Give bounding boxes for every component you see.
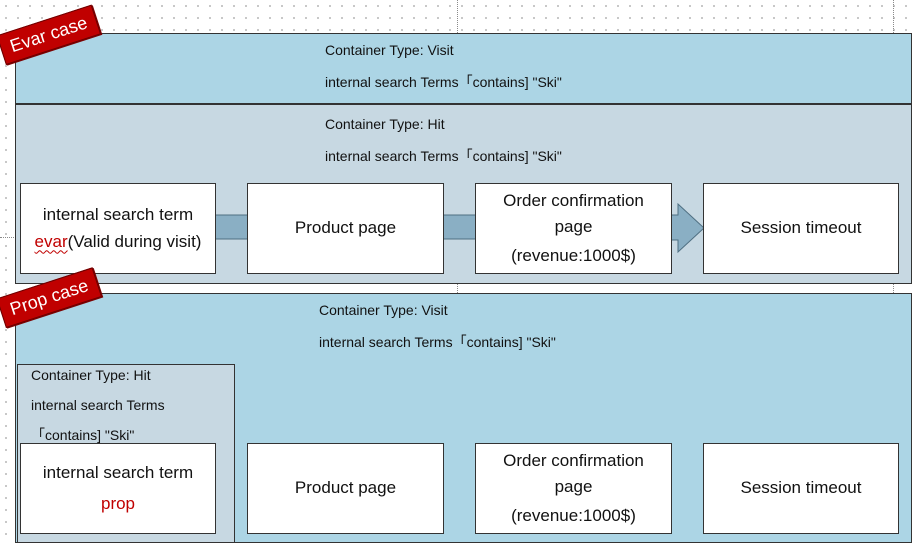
prop-search-term-label: internal search term: [42, 463, 194, 483]
prop-order-revenue: (revenue:1000$): [511, 506, 636, 526]
evar-label: evar: [34, 231, 68, 251]
prop-order-confirmation-node[interactable]: Order confirmation page (revenue:1000$): [475, 443, 672, 534]
prop-order-line1: Order confirmation: [503, 451, 644, 471]
prop-session-timeout-label: Session timeout: [740, 478, 862, 498]
evar-session-timeout-node[interactable]: Session timeout: [703, 183, 899, 274]
evar-hit-rule: internal search Terms「contains] "Ski": [325, 148, 562, 164]
prop-hit-rule-line2: 「contains] "Ski": [31, 427, 135, 443]
prop-hit-rule-line1: internal search Terms: [31, 397, 165, 413]
prop-label: prop: [100, 493, 136, 513]
evar-hit-type: Container Type: Hit: [325, 116, 445, 132]
evar-product-page-node[interactable]: Product page: [247, 183, 444, 274]
evar-search-term-label: internal search term: [42, 205, 194, 225]
prop-hit-type: Container Type: Hit: [31, 367, 151, 383]
evar-validity-label: (Valid during visit): [67, 231, 202, 251]
prop-product-page-label: Product page: [294, 478, 397, 498]
evar-internal-search-term-node[interactable]: internal search term evar(Valid during v…: [20, 183, 216, 274]
prop-order-line2: page: [554, 476, 593, 496]
evar-session-timeout-label: Session timeout: [740, 218, 862, 238]
evar-order-confirmation-node[interactable]: Order confirmation page (revenue:1000$): [475, 183, 672, 274]
prop-visit-type: Container Type: Visit: [319, 302, 448, 318]
evar-order-line1: Order confirmation: [503, 191, 644, 211]
evar-order-revenue: (revenue:1000$): [511, 246, 636, 266]
evar-product-page-label: Product page: [294, 218, 397, 238]
prop-internal-search-term-node[interactable]: internal search term prop: [20, 443, 216, 534]
prop-session-timeout-node[interactable]: Session timeout: [703, 443, 899, 534]
evar-visit-rule: internal search Terms「contains] "Ski": [325, 74, 562, 90]
prop-visit-rule: internal search Terms「contains] "Ski": [319, 334, 556, 350]
evar-visit-container[interactable]: [15, 33, 912, 104]
evar-visit-type: Container Type: Visit: [325, 42, 454, 58]
prop-product-page-node[interactable]: Product page: [247, 443, 444, 534]
evar-order-line2: page: [554, 216, 593, 236]
